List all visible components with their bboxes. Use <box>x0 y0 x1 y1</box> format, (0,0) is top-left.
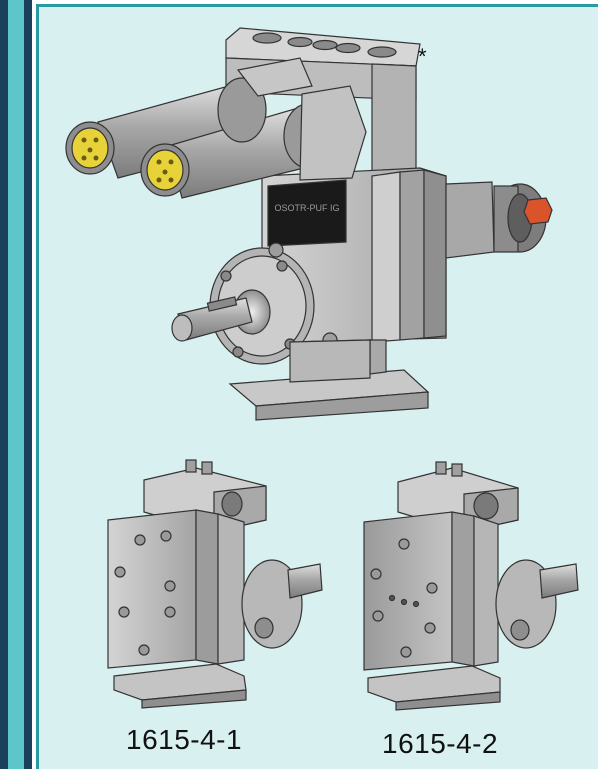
asterisk-marker: * <box>418 44 427 69</box>
caption-left: 1615-4-1 <box>126 724 243 755</box>
pump-assembly-main: OSOTR-PUF IG <box>65 27 553 421</box>
cap-nut <box>523 197 553 225</box>
left-sidebar <box>0 0 32 769</box>
caption-right: 1615-4-2 <box>382 728 499 759</box>
sidebar-stripe <box>8 0 24 769</box>
label-plate-text: OSOTR-PUF IG <box>275 203 340 213</box>
pump-1615-4-1 <box>107 459 323 709</box>
pump-1615-4-2 <box>363 461 579 711</box>
